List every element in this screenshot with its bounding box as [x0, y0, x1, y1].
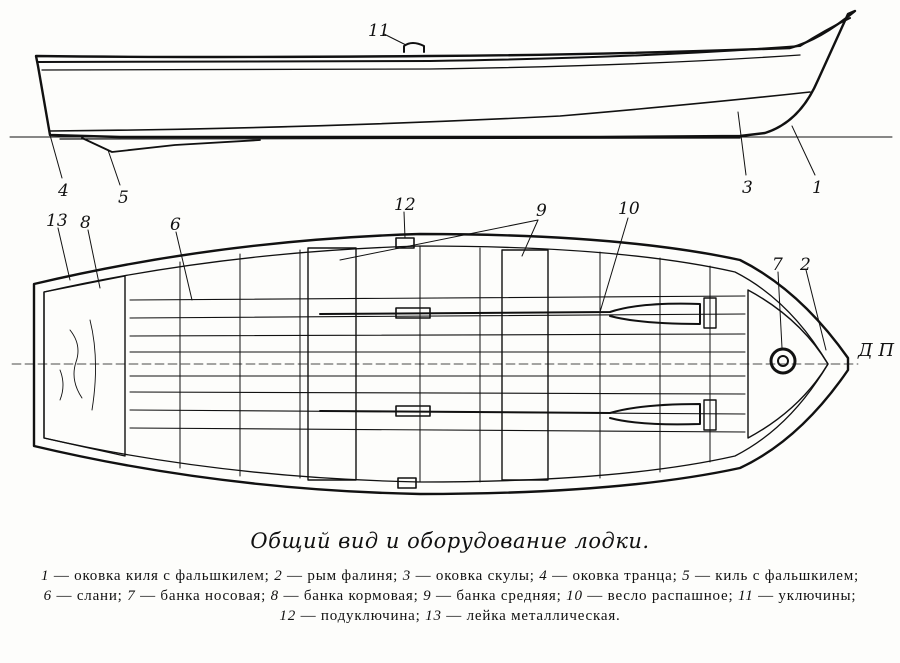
legend-item-text: — банка кормовая;	[278, 588, 419, 604]
gunwale-line	[37, 17, 851, 63]
legend-item-text: — киль с фальшкилем;	[690, 568, 860, 584]
oar-upper-grip	[395, 307, 431, 319]
legend-item: 11 — уключины;	[738, 588, 856, 604]
callout-4: 4	[57, 181, 69, 201]
sheer-strake	[41, 54, 801, 71]
oarlock-side	[403, 42, 425, 53]
callout-5: 5	[118, 188, 129, 208]
legend-item-number: 11	[738, 588, 754, 604]
legend-item-number: 3	[402, 568, 412, 584]
legend-item-text: — лейка металлическая.	[441, 608, 621, 624]
side-hull-outline	[34, 9, 857, 139]
legend-item-number: 7	[127, 588, 136, 604]
oar-lower-blade-end	[703, 399, 717, 431]
legend-item-text: — банка средняя;	[431, 588, 562, 604]
legend-item: 12 — подуключина;	[279, 608, 420, 624]
legend-item: 3 — оковка скулы;	[403, 568, 535, 584]
legend-item-number: 8	[270, 588, 279, 604]
legend-item-number: 9	[423, 588, 432, 604]
legend-item-text: — слани;	[51, 588, 123, 604]
callout-1: 1	[812, 178, 823, 198]
legend-item-number: 13	[425, 608, 442, 624]
callout-13: 13	[46, 211, 68, 231]
legend-item: 5 — киль с фальшкилем;	[682, 568, 859, 584]
middle-thwart	[307, 247, 357, 481]
false-keel	[81, 137, 261, 153]
legend-item-text: — весло распашное;	[582, 588, 734, 604]
leader-6	[175, 231, 193, 301]
stern-seat	[43, 275, 126, 457]
legend-item-text: — уключины;	[753, 588, 857, 604]
legend-item-number: 6	[43, 588, 52, 604]
legend-item: 7 — банка носовая;	[127, 588, 266, 604]
oars	[319, 297, 717, 431]
legend-item: 8 — банка кормовая;	[271, 588, 419, 604]
oar-upper	[319, 302, 701, 325]
leader-10	[599, 217, 629, 313]
figure-title: Общий вид и оборудование лодки.	[250, 529, 650, 553]
legend-item: 10 — весло распашное;	[566, 588, 733, 604]
legend-item: 9 — банка средняя;	[423, 588, 561, 604]
leader-2	[805, 269, 827, 351]
leader-1	[791, 125, 816, 176]
legend-item: 1 — оковка киля с фальшкилем;	[41, 568, 270, 584]
leader-4	[49, 134, 63, 179]
leader-12	[403, 211, 406, 239]
callout-12: 12	[394, 195, 416, 215]
bow-ring-inner	[777, 355, 789, 367]
boat-technical-drawing: 11 4 5 3 1	[9, 9, 894, 496]
legend-item-number: 12	[279, 608, 297, 624]
legend-item: 13 — лейка металлическая.	[425, 608, 620, 624]
keel-band	[59, 137, 741, 140]
legend-item: 4 — оковка транца;	[539, 568, 677, 584]
frames	[179, 245, 711, 483]
legend-item: 6 — слани;	[44, 588, 123, 604]
leader-3	[737, 111, 747, 176]
bow-seat	[747, 289, 829, 439]
wood-grain	[59, 319, 96, 411]
legend-item-number: 10	[566, 588, 583, 604]
leader-7	[777, 271, 783, 349]
callout-6: 6	[170, 215, 181, 235]
oar-lower	[319, 403, 701, 426]
legend-item-number: 1	[40, 568, 50, 584]
middle-thwart-2	[501, 249, 549, 481]
callout-dp: Д П	[857, 340, 894, 361]
oar-upper-blade-end	[703, 297, 717, 329]
leader-8	[87, 229, 101, 289]
callout-7: 7	[772, 255, 783, 275]
legend-item-number: 2	[274, 568, 283, 584]
legend-item-text: — подуключина;	[296, 608, 421, 624]
legend-item-text: — оковка транца;	[547, 568, 678, 584]
legend-item-number: 4	[539, 568, 548, 584]
chine-line	[49, 91, 811, 132]
figure-legend: 1 — оковка киля с фальшкилем; 2 — рым фа…	[26, 566, 874, 626]
callout-3: 3	[742, 178, 753, 198]
leader-11	[383, 33, 407, 46]
leader-9b	[521, 219, 539, 257]
oarlock-pad-bottom	[397, 477, 417, 489]
plan-hull-outline	[32, 232, 850, 496]
legend-item-text: — рым фалиня;	[282, 568, 399, 584]
oar-lower-grip	[395, 405, 431, 417]
leader-13	[57, 227, 71, 281]
legend-item-text: — банка носовая;	[135, 588, 267, 604]
side-view: 11 4 5 3 1	[9, 9, 893, 208]
leader-9a	[339, 219, 539, 261]
callout-2: 2	[799, 255, 811, 275]
callout-10: 10	[618, 199, 640, 219]
plan-view: 13 8 6 12 9 10 7 2 Д П	[11, 195, 894, 496]
legend-item: 2 — рым фалиня;	[274, 568, 398, 584]
callout-11: 11	[368, 21, 390, 41]
legend-item-text: — оковка скулы;	[411, 568, 535, 584]
callout-9: 9	[536, 201, 547, 221]
legend-item-text: — оковка киля с фальшкилем;	[49, 568, 270, 584]
leader-5	[107, 149, 121, 186]
bow-ring	[769, 347, 797, 375]
legend-item-number: 5	[682, 568, 691, 584]
callout-8: 8	[80, 213, 91, 233]
